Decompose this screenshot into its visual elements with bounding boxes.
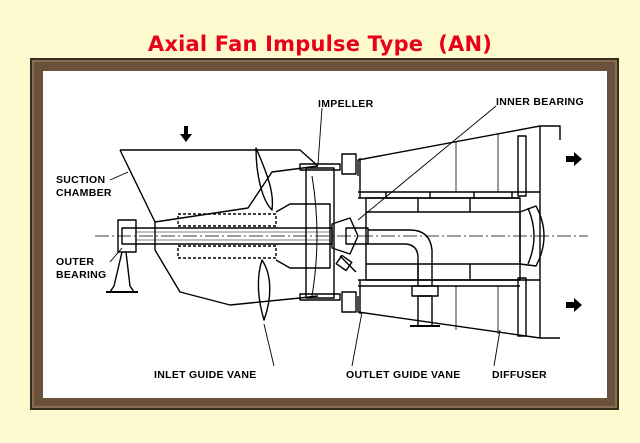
- inflow-arrow-icon: [180, 126, 192, 142]
- label-outer-bearing-line2: BEARING: [56, 269, 107, 281]
- label-suction-chamber-line1: SUCTION: [56, 174, 106, 186]
- inlet-guide-vane-upper: [255, 147, 274, 211]
- impeller-disc: [305, 167, 335, 299]
- outflow-arrow-upper-icon: [566, 152, 582, 166]
- label-outer-bearing-line1: OUTER: [56, 256, 95, 268]
- diffuser-inner-body: [365, 197, 521, 281]
- diffuser-flange-bottom: [517, 277, 527, 337]
- diagram-title: Axial Fan Impulse Type (AN): [147, 32, 493, 56]
- lube-pipe: [368, 229, 433, 286]
- casing-top: [357, 125, 561, 176]
- impeller-blade-top: [341, 153, 357, 175]
- label-suction-chamber-line2: CHAMBER: [56, 187, 112, 199]
- diagram-panel: [43, 71, 607, 398]
- impeller-blade-bottom: [341, 291, 357, 313]
- outflow-arrow-lower-icon: [566, 298, 582, 312]
- label-impeller: IMPELLER: [318, 98, 374, 110]
- tail-cone: [519, 205, 545, 267]
- inlet-guide-vane-lower: [257, 259, 271, 321]
- label-inlet-guide-vane: INLET GUIDE VANE: [154, 369, 257, 381]
- diffuser-flange-top: [517, 135, 527, 197]
- label-diffuser: DIFFUSER: [492, 369, 547, 381]
- casing-bottom: [357, 296, 560, 339]
- label-inner-bearing: INNER BEARING: [496, 96, 584, 108]
- suction-chamber-top: [120, 149, 319, 167]
- label-outlet-guide-vane: OUTLET GUIDE VANE: [346, 369, 461, 381]
- outer-bearing: [117, 219, 137, 253]
- inner-bearing: [331, 217, 359, 255]
- suction-chamber-upper: [119, 149, 319, 223]
